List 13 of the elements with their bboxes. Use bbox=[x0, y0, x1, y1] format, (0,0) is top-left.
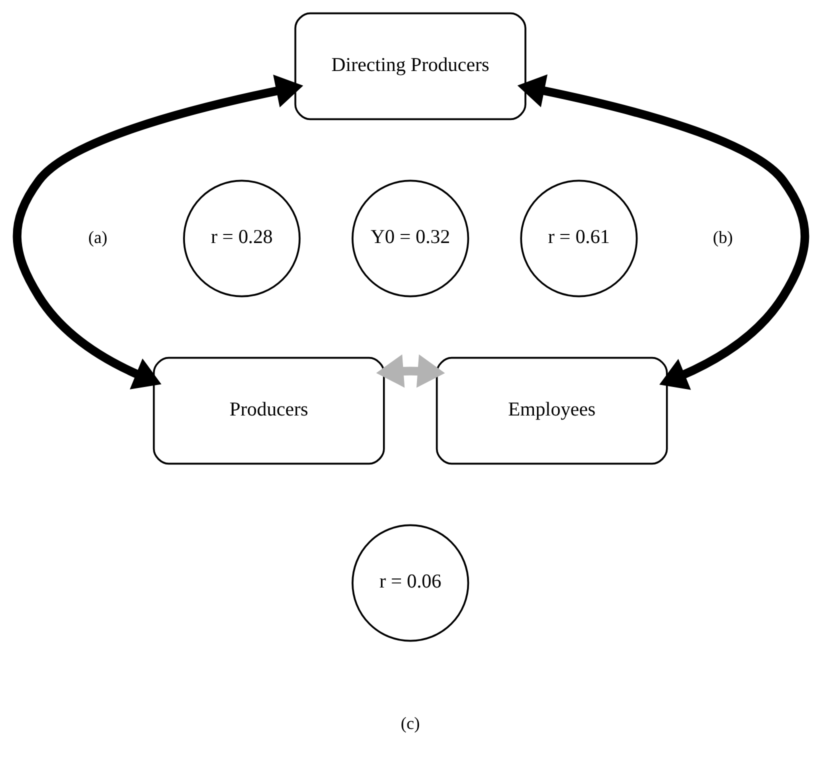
label: (c) bbox=[400, 714, 420, 734]
arrow bbox=[516, 74, 809, 390]
node-circle: r = 0.06 bbox=[351, 524, 469, 642]
label: (a) bbox=[88, 228, 107, 248]
node-box: Producers bbox=[152, 356, 384, 465]
node-circle: r = 0.61 bbox=[520, 180, 638, 298]
node-box: Employees bbox=[435, 356, 668, 465]
node-circle: r = 0.28 bbox=[182, 180, 300, 298]
label: (b) bbox=[712, 228, 732, 248]
node-box: Directing Producers bbox=[294, 12, 526, 120]
arrow bbox=[376, 354, 444, 388]
arrow bbox=[12, 74, 303, 390]
node-circle: Y0 = 0.32 bbox=[351, 180, 469, 298]
